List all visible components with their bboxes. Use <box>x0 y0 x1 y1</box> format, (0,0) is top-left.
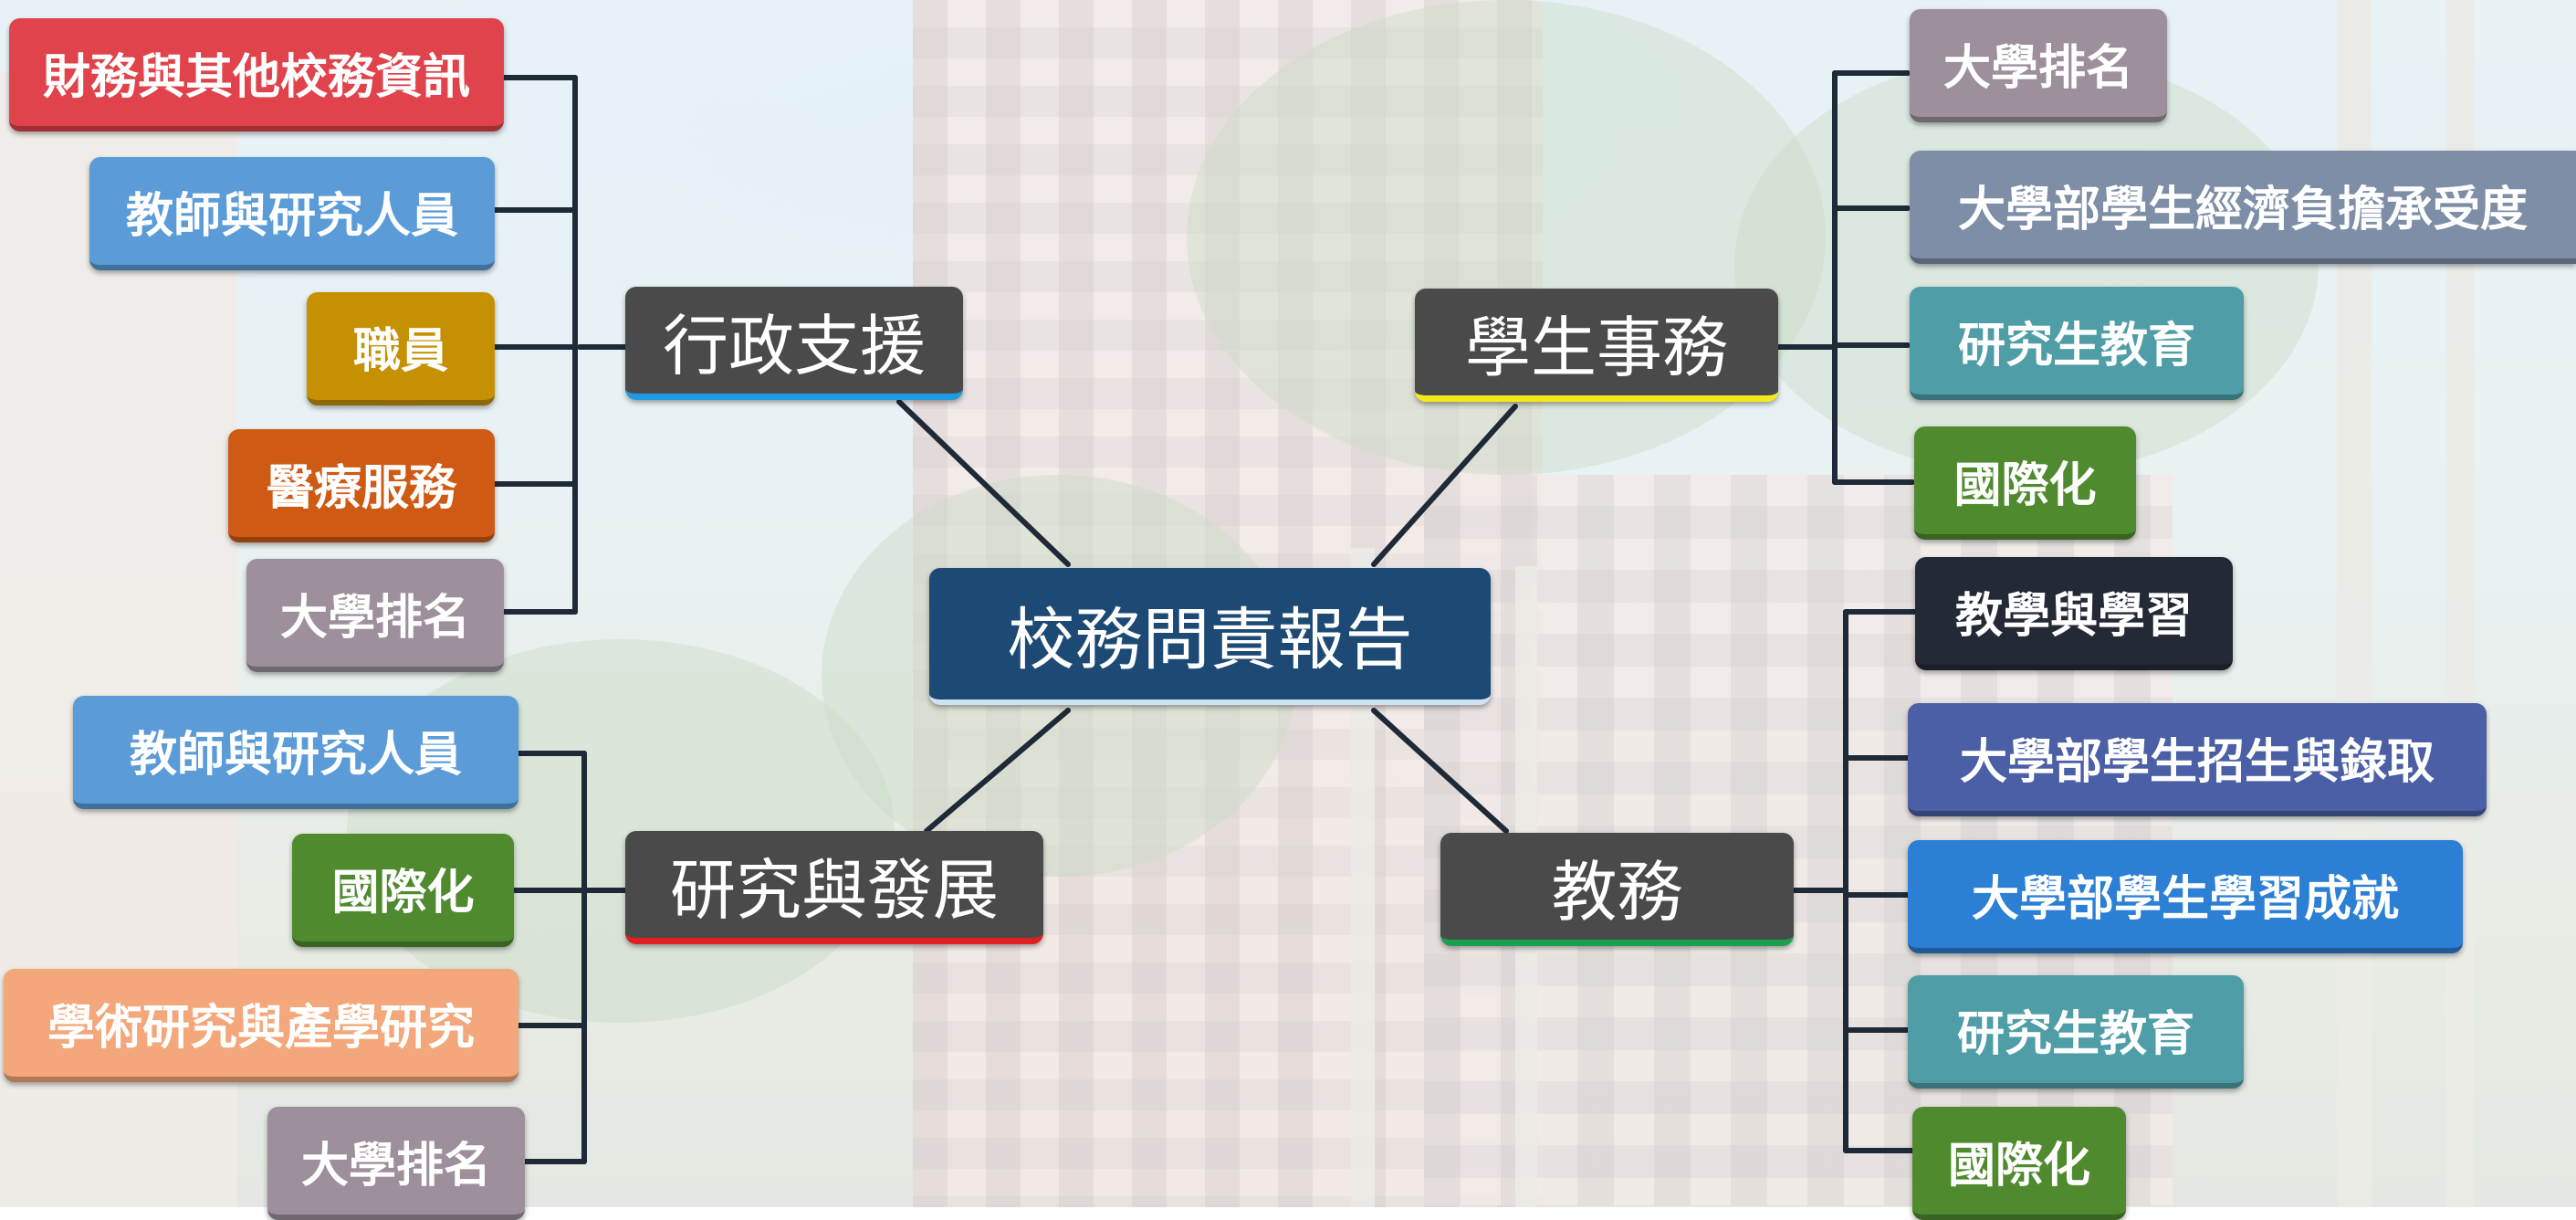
link-center-research <box>924 708 1071 834</box>
leaf-label: 國際化 <box>331 865 475 920</box>
leaf-admin-medical[interactable]: 醫療服務 <box>228 429 495 542</box>
branch-admin-support-label: 行政支援 <box>662 308 926 384</box>
branch-admin-support[interactable]: 行政支援 <box>625 287 963 400</box>
leaf-label: 教師與研究人員 <box>125 188 458 244</box>
leaf-student-graduate[interactable]: 研究生教育 <box>1910 287 2244 400</box>
leaf-admin-ranking[interactable]: 大學排名 <box>246 559 504 672</box>
link-center-academic <box>1371 708 1509 834</box>
leaf-student-affordability[interactable]: 大學部學生經濟負擔承受度 <box>1910 151 2576 264</box>
link-center-student <box>1371 404 1518 567</box>
branch-student-affairs[interactable]: 學生事務 <box>1415 289 1778 402</box>
leaf-label: 醫療服務 <box>266 460 456 516</box>
leaf-label: 國際化 <box>1953 458 2097 513</box>
center-node[interactable]: 校務問責報告 <box>929 568 1491 705</box>
leaf-academic-internationalization[interactable]: 國際化 <box>1912 1107 2126 1220</box>
leaf-student-internationalization[interactable]: 國際化 <box>1914 426 2136 540</box>
leaf-research-ranking[interactable]: 大學排名 <box>267 1107 525 1220</box>
leaf-admin-staff[interactable]: 職員 <box>307 292 495 405</box>
leaf-academic-achievement[interactable]: 大學部學生學習成就 <box>1908 840 2463 953</box>
branch-academic-affairs-label: 教務 <box>1551 854 1683 931</box>
leaf-research-academic[interactable]: 學術研究與產學研究 <box>4 969 518 1082</box>
leaf-label: 國際化 <box>1947 1138 2090 1194</box>
leaf-label: 學術研究與產學研究 <box>47 1000 475 1056</box>
leaf-label: 財務與其他校務資訊 <box>42 49 470 105</box>
branch-research-development-label: 研究與發展 <box>669 852 999 929</box>
leaf-label: 教師與研究人員 <box>129 727 462 783</box>
leaf-academic-teaching[interactable]: 教學與學習 <box>1915 557 2233 670</box>
branch-student-affairs-label: 學生事務 <box>1464 310 1728 386</box>
leaf-label: 研究生教育 <box>1956 1006 2194 1062</box>
leaf-label: 大學部學生學習成就 <box>1971 871 2399 927</box>
leaf-label: 大學部學生招生與錄取 <box>1959 734 2435 790</box>
leaf-admin-finance[interactable]: 財務與其他校務資訊 <box>9 18 504 131</box>
leaf-research-internationalization[interactable]: 國際化 <box>292 834 514 947</box>
leaf-label: 大學排名 <box>279 590 470 646</box>
leaf-label: 教學與學習 <box>1954 588 2193 644</box>
branch-research-development[interactable]: 研究與發展 <box>625 831 1043 944</box>
center-node-label: 校務問責報告 <box>1007 600 1413 679</box>
leaf-admin-faculty[interactable]: 教師與研究人員 <box>89 157 495 270</box>
leaf-research-faculty[interactable]: 教師與研究人員 <box>73 696 518 809</box>
branch-academic-affairs[interactable]: 教務 <box>1440 833 1794 946</box>
leaf-label: 大學排名 <box>1942 40 2133 96</box>
leaf-student-ranking[interactable]: 大學排名 <box>1910 9 2167 122</box>
leaf-label: 大學部學生經濟負擔承受度 <box>1957 182 2528 237</box>
leaf-label: 研究生教育 <box>1957 318 2195 373</box>
link-center-admin <box>896 399 1071 567</box>
leaf-academic-admission[interactable]: 大學部學生招生與錄取 <box>1908 703 2487 816</box>
leaf-academic-graduate[interactable]: 研究生教育 <box>1908 975 2244 1089</box>
leaf-label: 大學排名 <box>300 1138 491 1194</box>
leaf-label: 職員 <box>352 323 448 379</box>
